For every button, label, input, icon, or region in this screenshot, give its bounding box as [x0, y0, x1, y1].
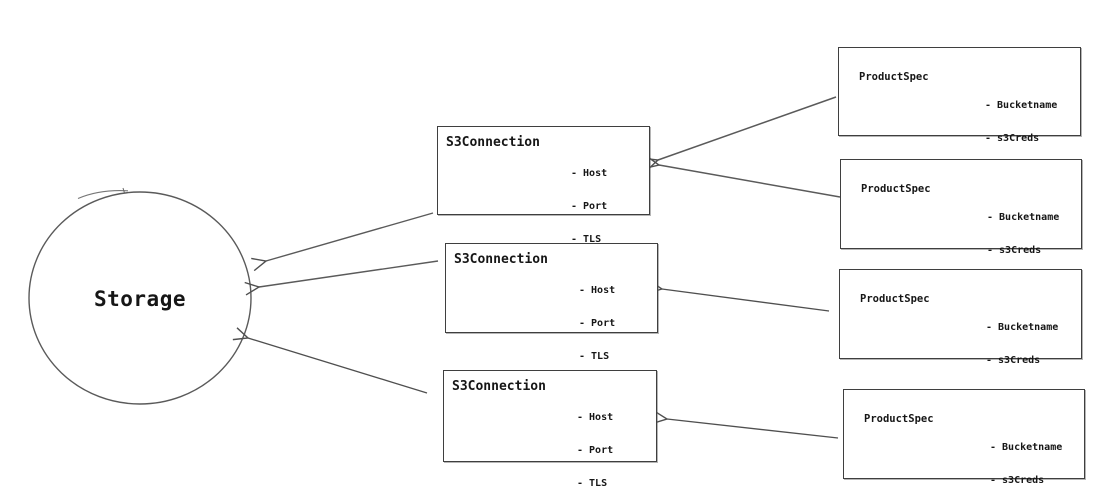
- attribute-s3creds: - s3Creds: [987, 245, 1042, 256]
- attribute-bucketname: - Bucketname: [985, 100, 1058, 111]
- attribute-bucketname: - Bucketname: [990, 442, 1063, 453]
- productspec-attributes: - Bucketname - s3Creds: [987, 190, 1059, 278]
- productspec-attributes: - Bucketname - s3Creds: [985, 78, 1057, 166]
- attribute-port: - Port: [571, 201, 608, 212]
- productspec-title: ProductSpec: [860, 293, 930, 305]
- attribute-port: - Port: [579, 318, 616, 329]
- attribute-host: - Host: [571, 168, 608, 179]
- productspec-attributes: - Bucketname - s3Creds: [990, 420, 1062, 493]
- storage-node-label: Storage: [93, 287, 186, 311]
- edge-s3connection1-storage: [266, 212, 434, 261]
- attribute-bucketname: - Bucketname: [986, 322, 1059, 333]
- productspec-node-2: ProductSpec - Bucketname - s3Creds: [840, 159, 1082, 256]
- s3connection-node-2: S3Connection - Host - Port - TLS: [445, 243, 658, 362]
- s3connection-attributes: - Host - Port - TLS: [579, 263, 615, 384]
- attribute-tls: - TLS: [577, 478, 608, 489]
- attribute-host: - Host: [579, 285, 616, 296]
- edge-productspec1-s3connection1: [658, 96, 837, 160]
- attribute-port: - Port: [577, 445, 614, 456]
- productspec-title: ProductSpec: [861, 183, 931, 195]
- edge-s3connection2-storage: [259, 260, 439, 287]
- edge-productspec2-s3connection1: [659, 165, 841, 198]
- s3connection-title: S3Connection: [446, 135, 540, 150]
- edge-productspec3-s3connection2: [662, 289, 830, 312]
- attribute-tls: - TLS: [571, 234, 602, 245]
- attribute-host: - Host: [577, 412, 614, 423]
- s3connection-title: S3Connection: [452, 379, 546, 394]
- productspec-attributes: - Bucketname - s3Creds: [986, 300, 1058, 388]
- attribute-s3creds: - s3Creds: [990, 475, 1045, 486]
- productspec-node-4: ProductSpec - Bucketname - s3Creds: [843, 389, 1085, 486]
- storage-node-shape: [28, 191, 252, 405]
- s3connection-attributes: - Host - Port - TLS: [571, 146, 607, 267]
- attribute-s3creds: - s3Creds: [985, 133, 1040, 144]
- s3connection-attributes: - Host - Port - TLS: [577, 390, 613, 493]
- attribute-tls: - TLS: [579, 351, 610, 362]
- s3connection-node-3: S3Connection - Host - Port - TLS: [443, 370, 657, 489]
- productspec-title: ProductSpec: [859, 71, 929, 83]
- storage-node-pen-tick: [122, 187, 125, 194]
- attribute-s3creds: - s3Creds: [986, 355, 1041, 366]
- edge-s3connection3-storage: [248, 338, 428, 394]
- productspec-node-3: ProductSpec - Bucketname - s3Creds: [839, 269, 1082, 366]
- edge-productspec4-s3connection3: [667, 419, 839, 439]
- productspec-node-1: ProductSpec - Bucketname - s3Creds: [838, 47, 1081, 144]
- s3connection-node-1: S3Connection - Host - Port - TLS: [437, 126, 650, 245]
- attribute-bucketname: - Bucketname: [987, 212, 1060, 223]
- s3connection-title: S3Connection: [454, 252, 548, 267]
- productspec-title: ProductSpec: [864, 413, 934, 425]
